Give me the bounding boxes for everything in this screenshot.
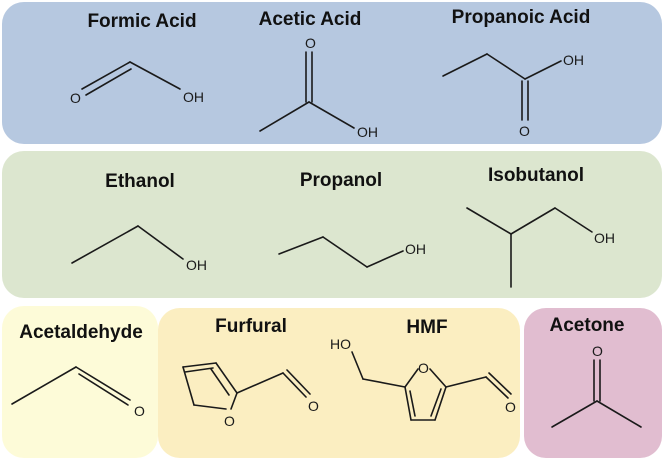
aldehydes-panel xyxy=(2,306,158,458)
ketones-panel xyxy=(524,308,662,458)
acetic-acid-title: Acetic Acid xyxy=(258,9,362,30)
furfural-structure: O O xyxy=(182,362,319,429)
acetone-title: Acetone xyxy=(549,315,625,336)
isobutanol-oh-label: OH xyxy=(594,230,615,246)
propanoic-o-label: O xyxy=(519,123,530,139)
propanol-structure: OH xyxy=(278,236,426,268)
acetaldehyde-title: Acetaldehyde xyxy=(19,322,143,343)
furfural-title: Furfural xyxy=(215,316,287,337)
acetone-structure: O xyxy=(551,343,642,428)
ethanol-title: Ethanol xyxy=(105,171,175,192)
propanoic-oh-label: OH xyxy=(563,52,584,68)
propanoic-acid-title: Propanoic Acid xyxy=(451,7,591,28)
furfural-ring-o-label: O xyxy=(224,413,235,429)
formic-o-label: O xyxy=(70,90,81,106)
furfural-aldehyde-o-label: O xyxy=(308,398,319,414)
acetic-oh-label: OH xyxy=(357,124,378,140)
isobutanol-structure: OH xyxy=(466,207,615,288)
acetaldehyde-o-label: O xyxy=(134,403,145,419)
alcohols-panel xyxy=(2,151,662,298)
hmf-structure: HO O O xyxy=(330,336,516,421)
hmf-ring-o-label: O xyxy=(418,360,429,376)
acetic-acid-structure: O OH xyxy=(259,35,378,140)
hmf-title: HMF xyxy=(406,317,448,338)
acetic-o-label: O xyxy=(305,35,316,51)
propanoic-acid-structure: OH O xyxy=(442,52,584,139)
formic-acid-structure: O OH xyxy=(70,61,204,106)
ethanol-oh-label: OH xyxy=(186,257,207,273)
formic-oh-label: OH xyxy=(183,89,204,105)
formic-acid-title: Formic Acid xyxy=(87,11,197,32)
propanol-oh-label: OH xyxy=(405,241,426,257)
ethanol-structure: OH xyxy=(71,225,207,273)
hmf-ho-label: HO xyxy=(330,336,351,352)
hmf-aldehyde-o-label: O xyxy=(505,399,516,415)
propanol-title: Propanol xyxy=(299,170,383,191)
acetone-o-label: O xyxy=(592,343,603,359)
acetaldehyde-structure: O xyxy=(11,366,145,419)
isobutanol-title: Isobutanol xyxy=(487,165,585,186)
